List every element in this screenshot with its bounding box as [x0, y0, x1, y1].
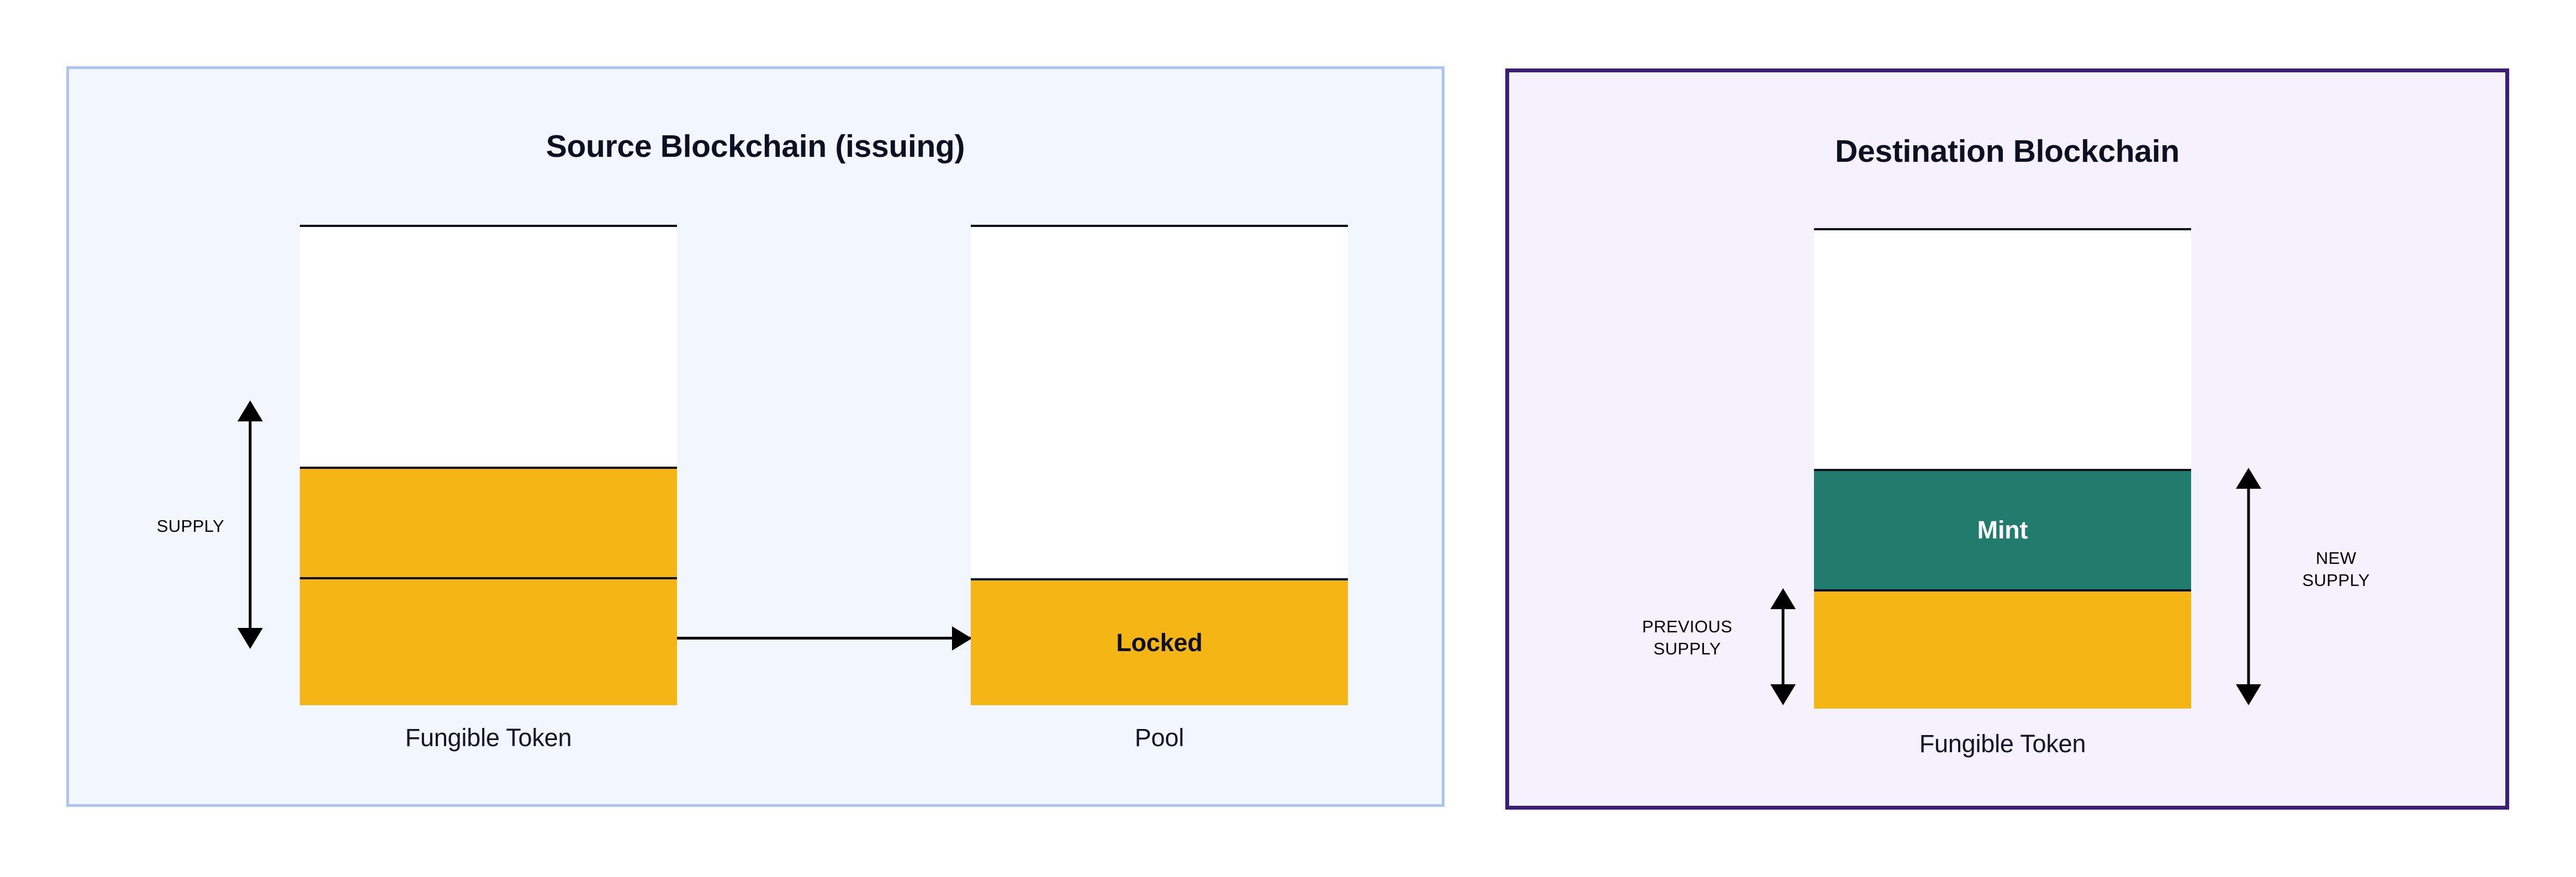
new-supply-measure-arrow: [2236, 468, 2261, 705]
destination-fungible-token-caption: Fungible Token: [1919, 730, 2086, 758]
dest-token-segment-empty: [1814, 230, 2191, 469]
source-fungible-token-box: [300, 225, 677, 705]
arrow-head-down-icon: [237, 628, 263, 649]
pool-caption: Pool: [1134, 723, 1184, 752]
pool-locked-label: Locked: [1116, 628, 1203, 657]
source-panel-title: Source Blockchain (issuing): [546, 129, 965, 164]
token-segment-yellow-upper: [300, 467, 677, 577]
arrow-head-down-icon: [2236, 684, 2261, 705]
pool-box: Locked: [971, 225, 1348, 705]
supply-measure-arrow: [237, 400, 263, 649]
source-blockchain-panel: Source Blockchain (issuing) SUPPLY Fungi…: [66, 66, 1445, 807]
pool-segment-locked: Locked: [971, 578, 1348, 705]
previous-supply-measure-arrow: [1770, 588, 1796, 705]
destination-fungible-token-box: Mint: [1814, 228, 2191, 709]
pool-segment-empty: [971, 227, 1348, 578]
dest-token-segment-mint: Mint: [1814, 469, 2191, 589]
lock-transfer-arrow: [677, 626, 972, 651]
destination-panel-title: Destination Blockchain: [1835, 134, 2180, 169]
token-segment-yellow-lower: [300, 577, 677, 705]
supply-measure-label: SUPPLY: [156, 516, 225, 536]
arrow-head-down-icon: [1770, 684, 1796, 705]
arrow-shaft: [1781, 599, 1785, 694]
arrow-shaft: [2247, 479, 2250, 694]
previous-supply-measure-label: PREVIOUS SUPPLY: [1642, 617, 1733, 658]
destination-blockchain-panel: Destination Blockchain PREVIOUS SUPPLY M…: [1505, 68, 2509, 810]
arrow-head-right-icon: [952, 626, 972, 651]
new-supply-measure-label: NEW SUPPLY: [2302, 548, 2370, 590]
token-segment-empty: [300, 227, 677, 467]
dest-token-segment-yellow: [1814, 589, 2191, 709]
source-fungible-token-caption: Fungible Token: [405, 723, 572, 752]
mint-label: Mint: [1977, 516, 2028, 544]
arrow-shaft: [248, 411, 252, 638]
